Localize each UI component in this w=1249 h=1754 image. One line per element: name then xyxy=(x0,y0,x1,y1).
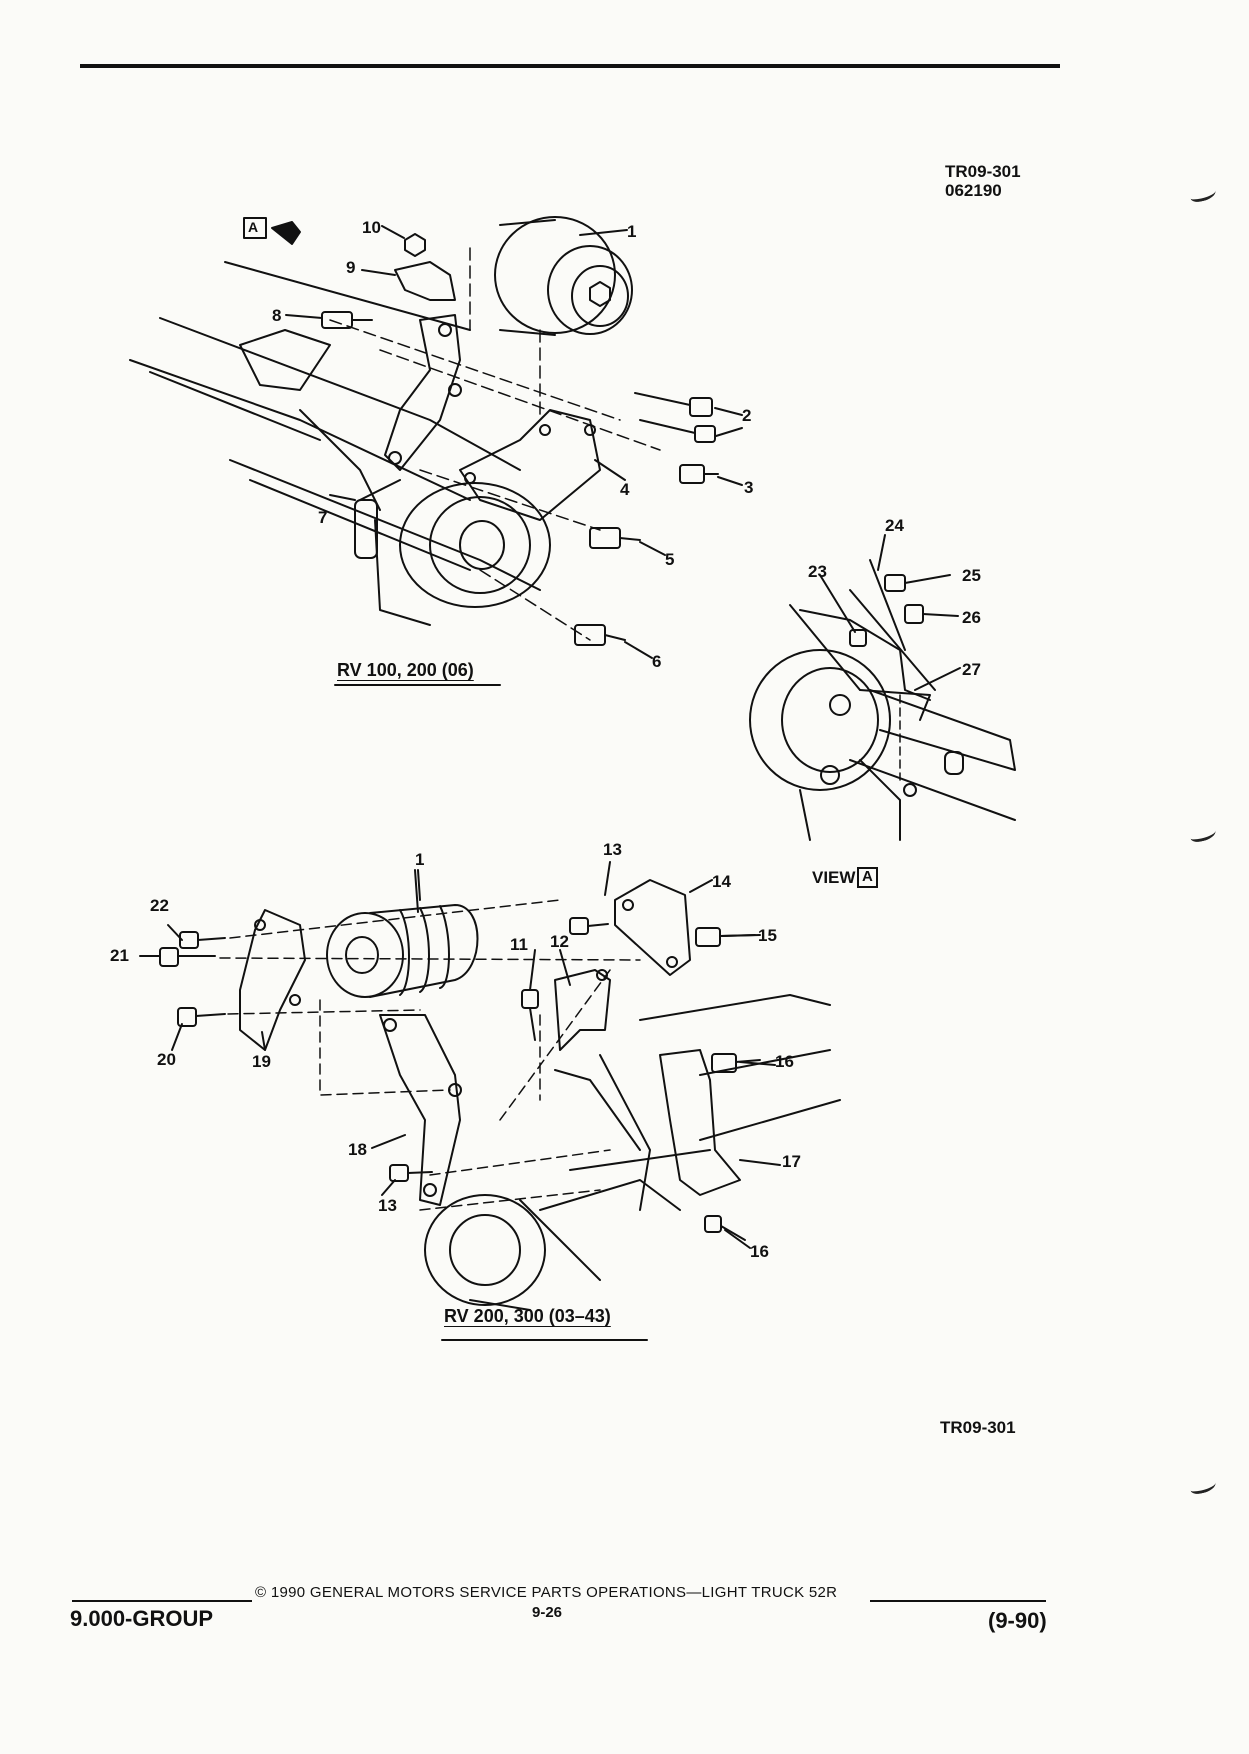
footer-rule-left xyxy=(72,1600,252,1602)
callout-19: 19 xyxy=(252,1052,271,1071)
callout-5: 5 xyxy=(665,550,675,569)
pulley-lower xyxy=(354,479,551,626)
bolt-6 xyxy=(574,624,626,646)
bolt-8 xyxy=(321,311,373,329)
callout-21: 21 xyxy=(110,946,129,965)
callout-11: 11 xyxy=(510,935,528,954)
bolt-20 xyxy=(177,1007,226,1027)
bolt-2b xyxy=(639,419,716,443)
nut-10 xyxy=(404,233,426,257)
footer-page-number: 9-26 xyxy=(532,1604,563,1621)
footer-group: 9.000-GROUP xyxy=(70,1606,214,1631)
callout-2: 2 xyxy=(742,406,752,425)
callout-8: 8 xyxy=(272,306,282,325)
callout-16-bottom: 16 xyxy=(750,1242,769,1261)
bolt-25 xyxy=(884,574,951,592)
footer-revision: (9-90) xyxy=(988,1608,1047,1633)
bolt-5 xyxy=(589,527,641,549)
callout-18: 18 xyxy=(348,1140,367,1159)
callout-14: 14 xyxy=(712,872,731,891)
bolt-22 xyxy=(179,931,226,949)
compressor-1-bottom xyxy=(326,869,479,998)
bolt-15 xyxy=(695,927,756,947)
callout-22: 22 xyxy=(150,896,169,915)
bolt-23 xyxy=(849,629,867,647)
view-a-caption: VIEW xyxy=(812,868,856,887)
callout-16-top: 16 xyxy=(775,1052,794,1071)
footer-copyright: © 1990 GENERAL MOTORS SERVICE PARTS OPER… xyxy=(255,1584,838,1601)
view-a-box xyxy=(857,867,878,888)
bolt-3 xyxy=(679,464,719,484)
caption-rv-100-200: RV 100, 200 (06) xyxy=(337,660,474,680)
callout-6: 6 xyxy=(652,652,662,671)
compressor-1 xyxy=(494,216,633,336)
bolt-21 xyxy=(159,947,216,967)
callout-1: 1 xyxy=(627,222,637,241)
callout-15: 15 xyxy=(758,926,777,945)
view-a-assembly xyxy=(749,534,1016,841)
callout-26: 26 xyxy=(962,608,981,627)
caption-rv-200-300: RV 200, 300 (03–43) xyxy=(444,1306,611,1326)
figure-code: TR09-301 xyxy=(945,162,1021,181)
callout-24: 24 xyxy=(885,516,904,535)
callout-17: 17 xyxy=(782,1152,801,1171)
bolt-2 xyxy=(634,392,713,417)
callout-25: 25 xyxy=(962,566,981,585)
view-a-caption-letter: A xyxy=(862,868,873,885)
bolt-26 xyxy=(904,604,959,624)
top-rule xyxy=(80,64,1060,68)
view-a-marker-letter: A xyxy=(248,219,259,235)
top-assembly xyxy=(129,216,743,659)
bolt-13a xyxy=(569,917,609,935)
callout-1-bottom: 1 xyxy=(415,850,425,869)
callout-9: 9 xyxy=(346,258,356,277)
callout-23: 23 xyxy=(808,562,827,581)
figure-date: 062190 xyxy=(945,181,1002,200)
callout-3: 3 xyxy=(744,478,754,497)
bolt-13b xyxy=(389,1164,433,1182)
footer-rule-right xyxy=(870,1600,1046,1602)
callout-27: 27 xyxy=(962,660,981,679)
callout-10: 10 xyxy=(362,218,381,237)
callout-20: 20 xyxy=(157,1050,176,1069)
callout-12: 12 xyxy=(550,932,569,951)
figure-code-bottom: TR09-301 xyxy=(940,1418,1016,1437)
bolt-16b xyxy=(704,1215,746,1241)
bolt-11 xyxy=(521,989,539,1041)
callout-4: 4 xyxy=(620,480,630,499)
view-a-marker xyxy=(243,217,301,245)
callout-13-bottom: 13 xyxy=(378,1196,397,1215)
callout-7: 7 xyxy=(318,508,328,527)
callout-13-top: 13 xyxy=(603,840,622,859)
bottom-assembly xyxy=(139,861,841,1311)
